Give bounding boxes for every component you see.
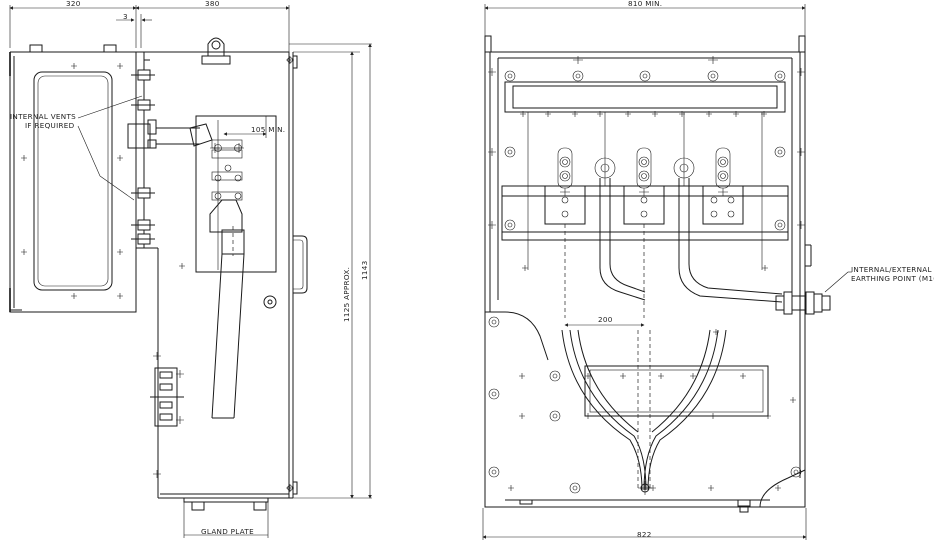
- side-cable-termination: [127, 115, 277, 419]
- front-bushings: [501, 112, 789, 318]
- front-lower-section: [484, 244, 812, 513]
- dim-height-approx: 1125 APPROX.: [342, 267, 351, 322]
- front-enclosure-frame: [484, 35, 806, 508]
- side-gland-block: [150, 352, 184, 478]
- label-earth-line2: EARTHING POINT (M16): [851, 274, 934, 283]
- label-gland-plate: GLAND PLATE: [201, 527, 254, 536]
- label-vents-line1: INTERNAL VENTS: [10, 112, 76, 121]
- side-enclosure-body: [144, 37, 308, 499]
- front-top-dimension: [484, 4, 806, 40]
- dim-width-top: 810 MIN.: [628, 0, 662, 8]
- dim-spacing: 200: [598, 315, 613, 324]
- side-vents-leader: [77, 95, 143, 201]
- label-vents-line2: IF REQUIRED: [25, 121, 75, 130]
- front-cable-bundle: [561, 329, 727, 495]
- side-height-dimensions: [289, 43, 372, 499]
- dim-clearance: 105 MIN.: [251, 125, 285, 134]
- dim-width-right: 380: [205, 0, 220, 8]
- side-view: 320 380 3 INTERNAL VENTS IF REQUIRED 105…: [9, 0, 372, 538]
- dim-width-bottom: 822: [637, 530, 652, 539]
- dim-height-total: 1143: [360, 261, 369, 281]
- dim-offset: 3: [123, 12, 128, 21]
- dim-width-left: 320: [66, 0, 81, 8]
- side-top-dimensions: [9, 5, 290, 60]
- front-bottom-dimension: [482, 508, 807, 540]
- front-cable-tails: [599, 178, 783, 303]
- front-earthing-point: [775, 271, 852, 315]
- front-view: 810 MIN. 200 INTERNAL/EXTERNAL EARTHING …: [482, 0, 934, 540]
- side-hinge-column: [131, 51, 155, 249]
- label-earth-line1: INTERNAL/EXTERNAL: [851, 265, 932, 274]
- front-top-plate: [488, 56, 805, 271]
- side-door-panel: [9, 44, 137, 313]
- side-gland-plate: [183, 497, 269, 538]
